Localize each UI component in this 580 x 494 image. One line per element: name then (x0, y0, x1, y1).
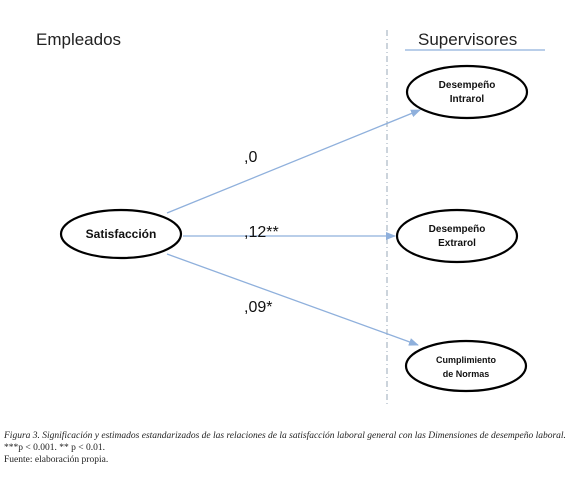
node-satisfaccion-label: Satisfacción (86, 227, 157, 241)
node-normas-line2: de Normas (443, 369, 490, 379)
edge-label-intrarol: ,0 (244, 149, 257, 166)
node-desempeno-intrarol (405, 64, 529, 120)
node-extrarol-line2: Extrarol (438, 238, 476, 249)
figure-caption-text: Figura 3. Significación y estimados esta… (4, 431, 566, 441)
node-cumplimiento-normas (404, 339, 528, 393)
figure-caption-source: Fuente: elaboración propia. (4, 455, 109, 465)
figure-caption-notes: ***p < 0.001. ** p < 0.01. (4, 443, 105, 453)
header-empleados: Empleados (36, 30, 121, 49)
node-normas-line1: Cumplimiento (436, 355, 497, 365)
edge-arrow-intrarol (166, 109, 421, 214)
path-diagram: Empleados Supervisores ,0 ,12** ,09* Sat… (36, 30, 545, 405)
header-supervisores: Supervisores (418, 30, 517, 49)
edge-label-extrarol: ,12** (244, 224, 279, 241)
node-intrarol-line1: Desempeño (439, 80, 496, 91)
edge-arrow-normas (166, 253, 419, 346)
edge-label-normas: ,09* (244, 299, 272, 316)
node-extrarol-line1: Desempeño (429, 224, 486, 235)
node-desempeno-extrarol (395, 208, 519, 264)
node-satisfaccion (59, 208, 183, 260)
node-intrarol-line2: Intrarol (450, 94, 485, 105)
figure-caption: Figura 3. Significación y estimados esta… (4, 430, 576, 466)
